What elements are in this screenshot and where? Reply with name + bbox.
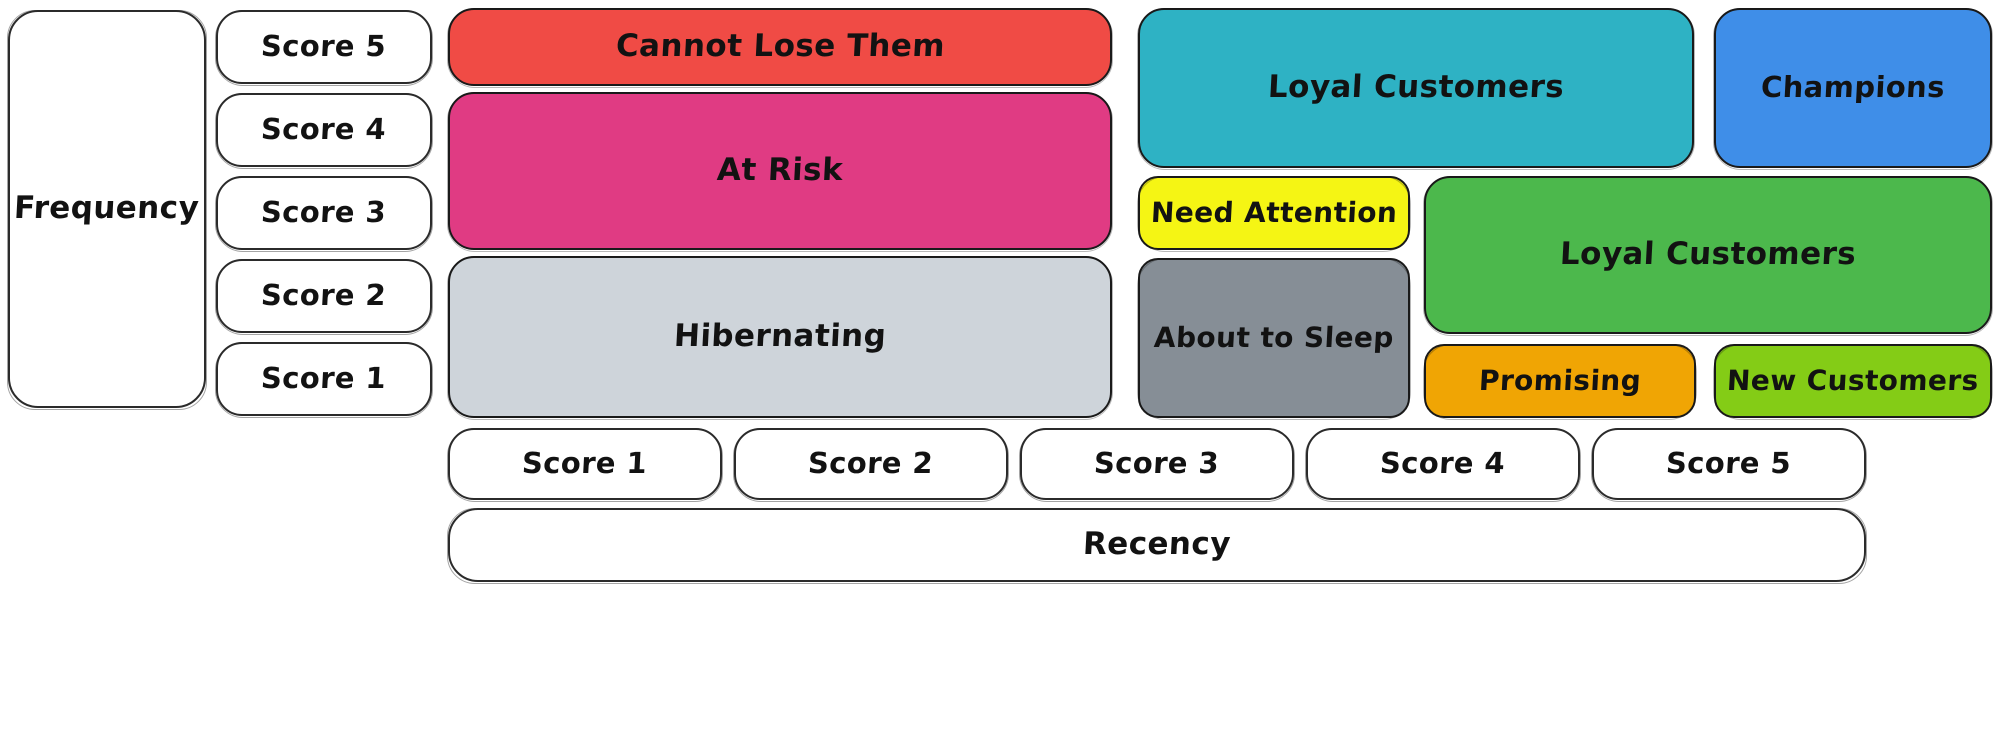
frequency-score-3[interactable]: Score 3 [215,176,433,252]
frequency-score-5-label: Score 5 [260,29,388,64]
segment-hibernating[interactable]: Hibernating [447,256,1113,420]
segment-new-customers[interactable]: New Customers [1713,344,1993,420]
frequency-score-1[interactable]: Score 1 [215,342,433,418]
recency-score-3-label: Score 3 [1093,446,1221,481]
frequency-score-2-label: Score 2 [260,278,388,313]
recency-score-1-label: Score 1 [521,446,649,481]
segment-need-attention-label: Need Attention [1149,195,1399,229]
segment-cannot-lose-them-label: Cannot Lose Them [614,28,946,65]
segment-loyal-customers-teal-label: Loyal Customers [1267,69,1566,106]
recency-score-1[interactable]: Score 1 [447,428,723,502]
segment-about-to-sleep[interactable]: About to Sleep [1137,258,1411,420]
frequency-score-5[interactable]: Score 5 [215,10,433,86]
segment-loyal-customers-teal[interactable]: Loyal Customers [1137,8,1695,170]
recency-score-5[interactable]: Score 5 [1591,428,1867,502]
recency-axis-label-box: Recency [447,508,1867,584]
frequency-axis-label: Frequency [13,190,201,227]
segment-loyal-customers-green[interactable]: Loyal Customers [1423,176,1993,336]
segment-hibernating-label: Hibernating [673,318,888,355]
recency-score-5-label: Score 5 [1665,446,1793,481]
segment-champions-label: Champions [1760,70,1946,105]
segment-new-customers-label: New Customers [1726,363,1980,397]
segment-about-to-sleep-label: About to Sleep [1153,320,1395,354]
frequency-score-3-label: Score 3 [260,195,388,230]
recency-score-4[interactable]: Score 4 [1305,428,1581,502]
segment-promising[interactable]: Promising [1423,344,1697,420]
frequency-score-4-label: Score 4 [260,112,388,147]
segment-at-risk-label: At Risk [716,152,844,189]
recency-score-2[interactable]: Score 2 [733,428,1009,502]
frequency-score-1-label: Score 1 [260,361,388,396]
segment-cannot-lose-them[interactable]: Cannot Lose Them [447,8,1113,88]
recency-axis-label: Recency [1082,526,1232,563]
segment-champions[interactable]: Champions [1713,8,1993,170]
segment-need-attention[interactable]: Need Attention [1137,176,1411,252]
recency-score-2-label: Score 2 [807,446,935,481]
segment-promising-label: Promising [1478,363,1642,397]
recency-score-3[interactable]: Score 3 [1019,428,1295,502]
segment-loyal-customers-green-label: Loyal Customers [1559,236,1858,273]
recency-score-4-label: Score 4 [1379,446,1507,481]
frequency-axis-label-box: Frequency [7,10,207,410]
segment-at-risk[interactable]: At Risk [447,92,1113,252]
frequency-score-4[interactable]: Score 4 [215,93,433,169]
frequency-score-2[interactable]: Score 2 [215,259,433,335]
